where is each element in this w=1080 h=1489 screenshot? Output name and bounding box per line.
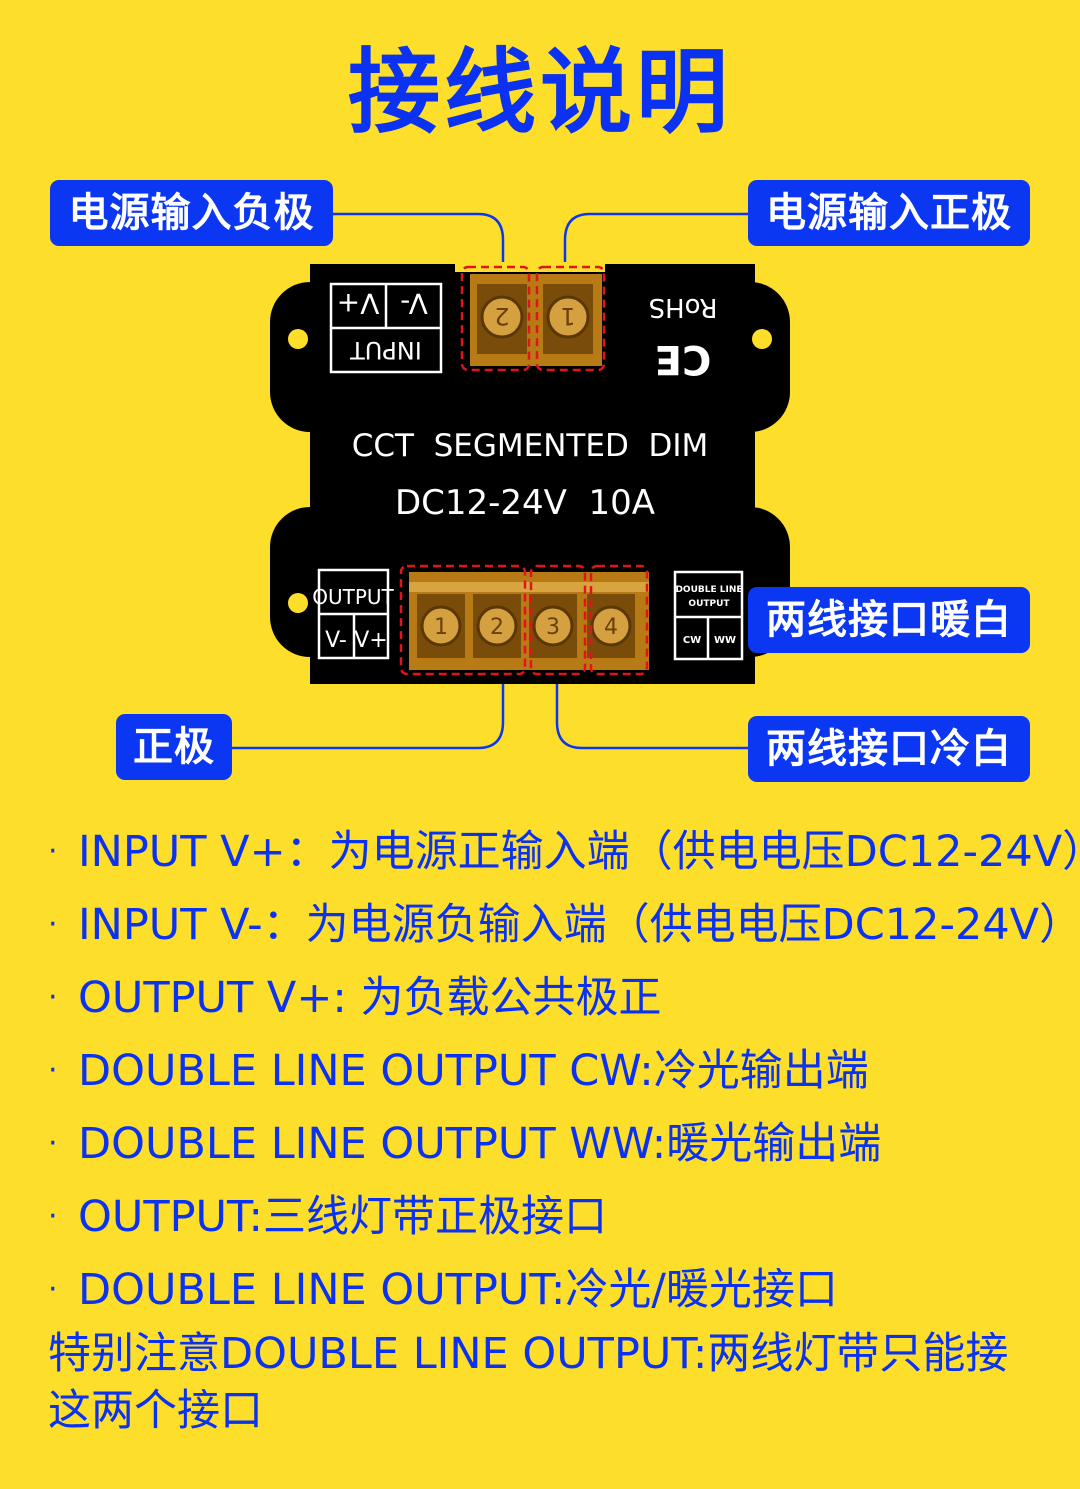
input-v-plus-label: V+ [337,287,380,320]
list-item: ·INPUT V-：为电源负输入端（供电电压DC12-24V） [48,895,1080,968]
svg-text:2: 2 [494,302,509,330]
bullet-icon: · [48,1272,58,1307]
special-note: 特别注意DOUBLE LINE OUTPUT:两线灯带只能接这两个接口 [48,1329,1009,1436]
bullet-icon: · [48,1053,58,1088]
bullet-icon: · [48,1126,58,1161]
input-v-minus-label: V- [400,287,428,320]
label-two-wire-cold: 两线接口冷白 [748,716,1030,782]
list-item: ·DOUBLE LINE OUTPUT CW:冷光输出端 [48,1041,1058,1114]
rohs-mark: RoHS [649,292,718,322]
output-v-plus-label: V+ [354,628,387,653]
model-text: CCT SEGMENTED DIM [352,428,709,464]
cw-label: CW [683,635,701,646]
ww-label: WW [714,635,736,646]
bullet-icon: · [48,907,58,942]
input-terminal: 2 [477,284,527,354]
wire-cold [555,676,748,750]
wire-input-positive [563,212,748,268]
output-terminal-number: 1 [434,615,448,640]
output-label: OUTPUT [312,585,394,609]
ce-mark: CE [655,336,712,382]
list-item: ·DOUBLE LINE OUTPUT WW:暖光输出端 [48,1114,1058,1187]
list-item: ·OUTPUT V+: 为负载公共极正 [48,968,1058,1041]
svg-text:1: 1 [560,302,575,330]
page-title: 接线说明 [347,39,732,146]
output-terminal-number: 4 [604,615,618,640]
label-input-negative: 电源输入负极 [50,180,333,246]
wire-input-negative [333,212,505,268]
bullet-icon: · [48,980,58,1015]
wire-positive [232,676,505,750]
output-terminal-number: 3 [546,615,560,640]
double-line-output-label: OUTPUT [688,599,730,609]
controller-device: V- V+ INPUT RoHS CE CCT SEGMENTED DIM DC… [270,262,790,684]
input-label: INPUT [350,336,422,364]
rating-text: DC12-24V 10A [395,483,655,523]
list-item: ·OUTPUT:三线灯带正极接口 [48,1187,1058,1260]
instruction-list: ·INPUT V+：为电源正输入端（供电电压DC12-24V） ·INPUT V… [48,822,1080,1333]
double-line-label: DOUBLE LINE [675,585,742,595]
label-input-positive: 电源输入正极 [748,180,1030,246]
connector-lines [232,212,748,750]
bullet-icon: · [48,834,58,869]
output-v-minus-label: V- [325,628,347,653]
label-two-wire-warm: 两线接口暖白 [748,587,1030,653]
input-terminal: 1 [543,284,593,354]
bullet-icon: · [48,1199,58,1234]
list-item: ·DOUBLE LINE OUTPUT:冷光/暖光接口 [48,1260,1058,1333]
output-terminal-number: 2 [490,615,504,640]
label-positive: 正极 [116,714,232,780]
list-item: ·INPUT V+：为电源正输入端（供电电压DC12-24V） [48,822,1080,895]
